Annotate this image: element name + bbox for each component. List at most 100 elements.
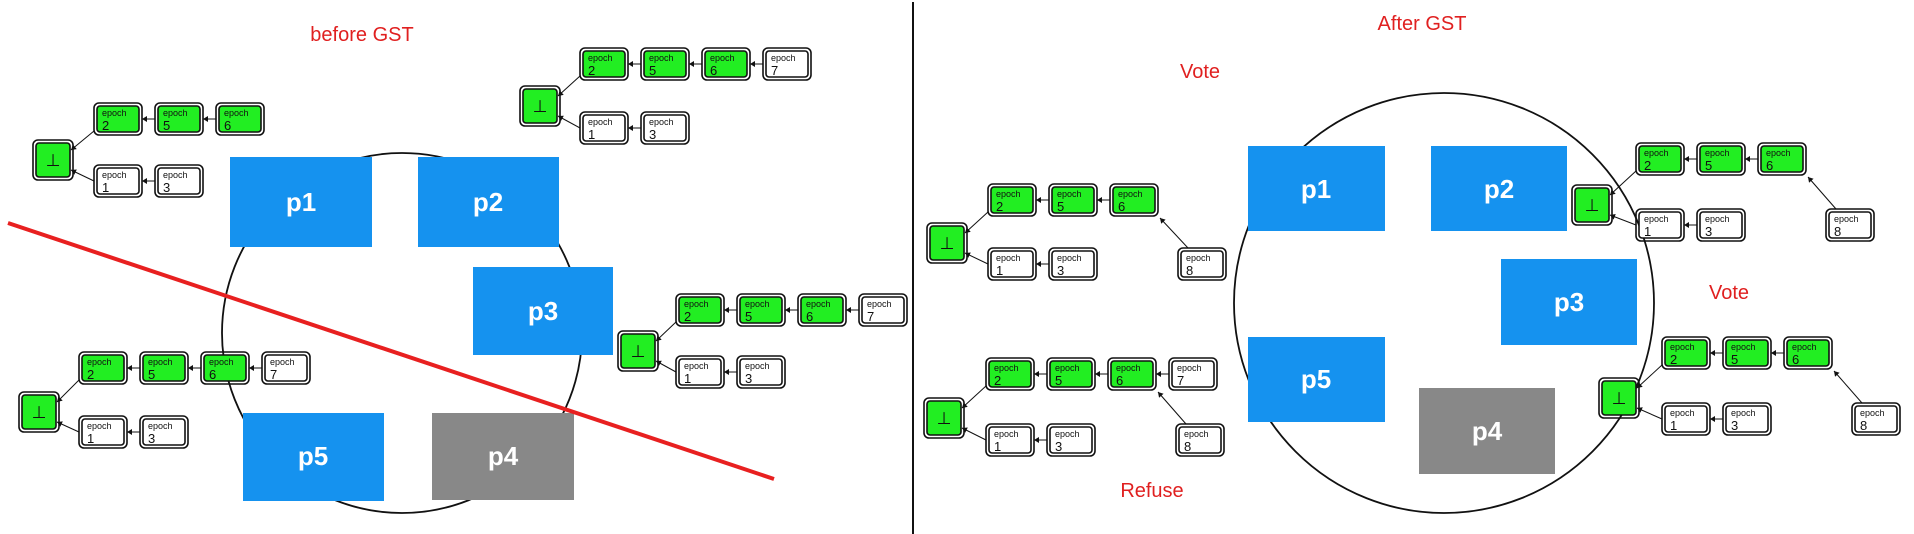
epoch-number: 5 xyxy=(163,118,170,133)
epoch-number: 2 xyxy=(1670,352,1677,367)
epoch-word: epoch xyxy=(1057,253,1082,263)
epoch-number: 6 xyxy=(1116,373,1123,388)
epoch-number: 3 xyxy=(745,371,752,386)
epoch-word: epoch xyxy=(1177,363,1202,373)
epoch-word: epoch xyxy=(1731,342,1756,352)
epoch-word: epoch xyxy=(1670,342,1695,352)
epoch-word: epoch xyxy=(209,357,234,367)
epoch-number: 1 xyxy=(1670,418,1677,433)
link-arrow xyxy=(1609,170,1637,196)
epoch-word: epoch xyxy=(684,361,709,371)
svg-text:p1: p1 xyxy=(1301,174,1331,204)
arrow-head xyxy=(71,169,77,175)
epoch-number: 7 xyxy=(867,309,874,324)
genesis-block: ⊥ xyxy=(923,397,965,439)
panel-title: After GST xyxy=(1378,13,1467,35)
epoch-number: 5 xyxy=(1705,158,1712,173)
epoch-number: 8 xyxy=(1184,439,1191,454)
epoch-word: epoch xyxy=(87,421,112,431)
epoch-word: epoch xyxy=(270,357,295,367)
svg-text:p5: p5 xyxy=(1301,364,1331,394)
arrow-head xyxy=(1710,416,1715,422)
epoch-word: epoch xyxy=(163,108,188,118)
arrow-head xyxy=(965,252,971,258)
epoch-word: epoch xyxy=(224,108,249,118)
genesis-block: ⊥ xyxy=(926,222,968,264)
epoch-number: 5 xyxy=(649,63,656,78)
epoch-number: 3 xyxy=(1731,418,1738,433)
annotation-vote-left: Vote xyxy=(1180,61,1220,83)
svg-text:p3: p3 xyxy=(1554,287,1584,317)
epoch-word: epoch xyxy=(1057,189,1082,199)
node-p5: p5 xyxy=(243,413,384,501)
epoch-number: 3 xyxy=(1055,439,1062,454)
epoch-number: 5 xyxy=(1057,199,1064,214)
arrow-head xyxy=(57,421,63,427)
epoch-word: epoch xyxy=(996,253,1021,263)
link-arrow xyxy=(56,379,80,403)
arrow-head xyxy=(142,178,147,184)
epoch-word: epoch xyxy=(148,421,173,431)
svg-text:p5: p5 xyxy=(298,441,328,471)
epoch-number: 2 xyxy=(996,199,1003,214)
epoch-word: epoch xyxy=(867,299,892,309)
link-arrow xyxy=(964,211,989,234)
arrow-head xyxy=(1034,437,1039,443)
svg-text:p2: p2 xyxy=(473,187,503,217)
epoch-word: epoch xyxy=(745,299,770,309)
arrow-head xyxy=(1610,189,1616,195)
epoch-number: 6 xyxy=(1766,158,1773,173)
epoch-number: 3 xyxy=(163,180,170,195)
panel-before-gst: before GST p1 p2 p3 p4 p5 ⊥epoch2epoch5e… xyxy=(7,24,908,514)
epoch-number: 7 xyxy=(771,63,778,78)
arrow-head xyxy=(1034,371,1039,377)
epoch-word: epoch xyxy=(649,53,674,63)
arrow-head xyxy=(1095,371,1100,377)
epoch-word: epoch xyxy=(87,357,112,367)
arrow-head xyxy=(628,125,633,131)
epoch-number: 3 xyxy=(649,127,656,142)
node-p1: p1 xyxy=(230,157,372,247)
epoch-word: epoch xyxy=(1834,214,1859,224)
epoch-word: epoch xyxy=(102,170,127,180)
arrow-head xyxy=(1156,371,1161,377)
epoch-word: epoch xyxy=(1055,429,1080,439)
epoch-word: epoch xyxy=(649,117,674,127)
genesis-symbol: ⊥ xyxy=(533,97,548,117)
arrow-head xyxy=(188,365,193,371)
epoch-number: 6 xyxy=(209,367,216,382)
epoch-word: epoch xyxy=(1670,408,1695,418)
arrow-head xyxy=(724,369,729,375)
panel-title: before GST xyxy=(310,24,413,46)
epoch-word: epoch xyxy=(1705,214,1730,224)
arrow-head xyxy=(1834,371,1840,377)
svg-text:p3: p3 xyxy=(528,296,558,326)
genesis-symbol: ⊥ xyxy=(940,234,955,254)
genesis-block: ⊥ xyxy=(617,330,659,372)
network-ring xyxy=(1233,92,1655,514)
arrow-head xyxy=(965,227,971,233)
arrow-head xyxy=(656,335,662,341)
epoch-number: 2 xyxy=(87,367,94,382)
epoch-number: 6 xyxy=(224,118,231,133)
